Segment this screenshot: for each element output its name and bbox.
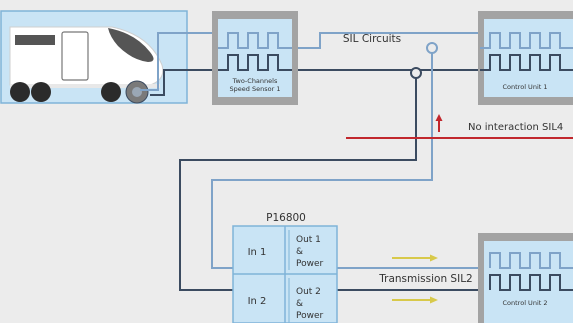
square-wave-icon [480, 54, 573, 71]
square-wave-icon [480, 32, 573, 49]
wire-sil-dark [150, 69, 218, 96]
input-1-label: In 1 [248, 247, 267, 258]
wire-sil-light [140, 32, 218, 91]
junction-node [426, 42, 438, 54]
speed-sensor-label-2: Speed Sensor 1 [230, 85, 281, 93]
square-wave-icon [218, 32, 292, 49]
device-name: P16800 [266, 212, 306, 224]
transmission-label: Transmission SIL2 [378, 273, 472, 285]
no-interaction-marker: No interaction SIL4 [346, 114, 573, 139]
speed-sensor-label-1: Two-Channels [232, 77, 278, 85]
square-wave-icon [489, 252, 573, 269]
input-2-label: In 2 [248, 296, 267, 307]
output-1-label-line3: Power [296, 259, 324, 269]
wire-branch-light [211, 48, 433, 269]
output-2-label-line2: & [296, 299, 303, 309]
junction-node [410, 67, 422, 79]
output-1-label-line2: & [296, 247, 303, 257]
train-illustration [9, 26, 164, 104]
wire-branch-dark [179, 73, 417, 291]
control-unit-2-box: Control Unit 2 [478, 233, 573, 323]
control-unit-1-box: Control Unit 1 [478, 11, 573, 105]
output-2-label-line1: Out 2 [296, 287, 321, 297]
p16800-device: In 1 In 2 Out 1 & Power Out 2 & Power [232, 225, 338, 323]
transmission-arrows [392, 254, 438, 304]
wire-sil-circuit-top [292, 32, 480, 49]
no-interaction-label: No interaction SIL4 [468, 122, 563, 133]
control-unit-1-label: Control Unit 1 [503, 83, 548, 91]
train-panel [0, 10, 188, 104]
output-1-label-line1: Out 1 [296, 235, 321, 245]
speed-sensor-box: Two-Channels Speed Sensor 1 [212, 11, 298, 105]
square-wave-icon [218, 54, 292, 71]
sil-circuits-label: SIL Circuits [343, 33, 401, 45]
square-wave-icon [489, 274, 573, 291]
wires [140, 32, 490, 291]
output-2-label-line3: Power [296, 311, 324, 321]
control-unit-2-label: Control Unit 2 [503, 299, 548, 307]
